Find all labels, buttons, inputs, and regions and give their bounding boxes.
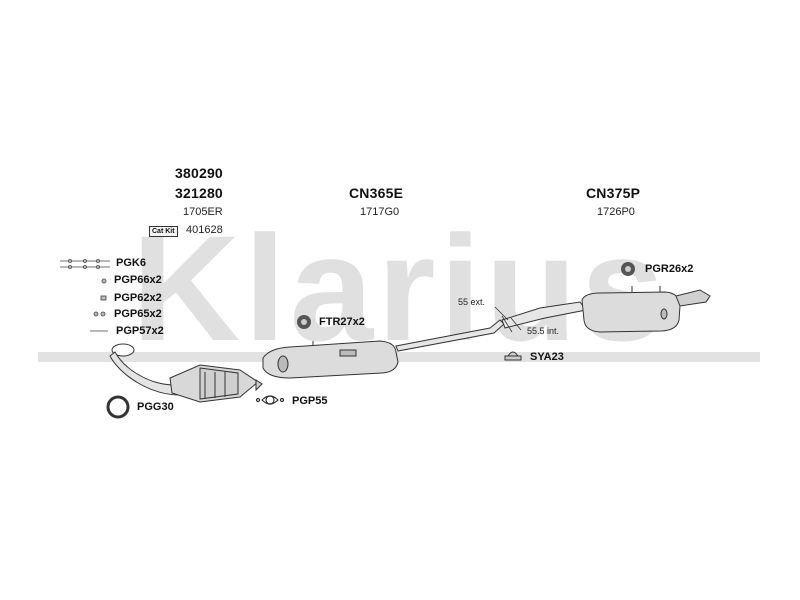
section1-title-2: 321280 [175, 185, 223, 201]
middle-silencer [262, 340, 399, 379]
part-pgp66: PGP66x2 [114, 274, 162, 286]
part-pgk6: PGK6 [116, 257, 146, 269]
section1-code: 1705ER [183, 206, 223, 218]
washer-icon [100, 295, 107, 301]
hanger-pgr26-icon [621, 262, 635, 276]
section3-code: 1726P0 [597, 206, 635, 218]
annotation-ext: 55 ext. [458, 297, 486, 307]
watermark: Klarius [38, 204, 760, 372]
section1-title-1: 380290 [175, 165, 223, 181]
part-sya23: SYA23 [530, 351, 564, 363]
part-pgg30: PGG30 [137, 401, 174, 413]
part-pgp55: PGP55 [292, 395, 328, 407]
catalytic-converter [109, 343, 263, 403]
section3-title: CN375P [586, 185, 641, 201]
bolt-set-icon [60, 259, 110, 269]
rear-silencer [501, 286, 711, 333]
part-pgr26: PGR26x2 [645, 263, 694, 275]
watermark-underline [38, 352, 760, 362]
hanger-ftr27-icon [297, 315, 311, 329]
length-markers [494, 306, 522, 333]
nut-icon [101, 278, 107, 284]
part-ftr27: FTR27x2 [319, 316, 365, 328]
annotation-int: 55.5 int. [527, 326, 560, 336]
section2-title: CN365E [349, 185, 404, 201]
spring-icon [93, 311, 106, 317]
part-pgp65: PGP65x2 [114, 308, 162, 320]
catkit-number: 401628 [186, 224, 223, 236]
gasket-pgp55-icon [255, 395, 285, 405]
part-pgp57: PGP57x2 [116, 325, 164, 337]
gasket-pgg30-icon [106, 395, 130, 419]
clamp-sya23-icon [504, 351, 522, 361]
catkit-badge: Cat Kit [149, 226, 178, 237]
part-pgp62: PGP62x2 [114, 292, 162, 304]
section2-code: 1717G0 [360, 206, 400, 218]
watermark-text: Klarius [132, 204, 669, 372]
